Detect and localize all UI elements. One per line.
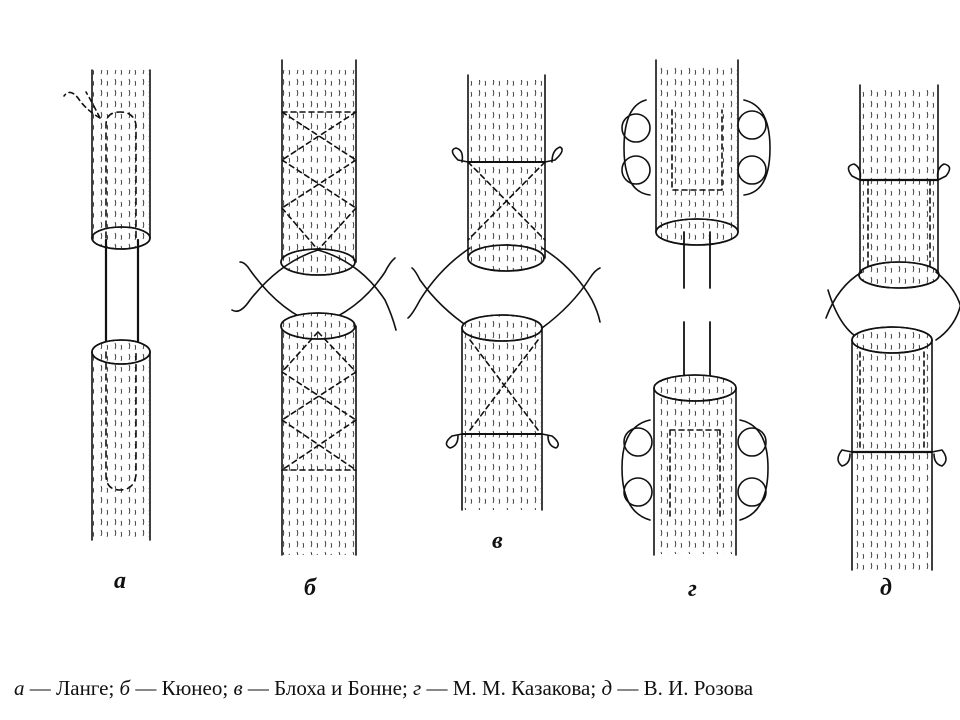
caption-name-d: — В. И. Розова	[617, 676, 754, 700]
panel-letter-b: б	[304, 575, 317, 601]
caption-key-b: б	[119, 676, 131, 700]
caption-key-v: в	[233, 676, 243, 700]
panel-a-lange	[63, 69, 151, 541]
caption-name-b: — Кюнео;	[135, 676, 229, 700]
caption-name-g: — М. М. Казакова;	[426, 676, 597, 700]
caption-name-v: — Блоха и Бонне;	[247, 676, 408, 700]
panel-letter-d: д	[880, 575, 892, 601]
panel-v-bloch-bonnet	[407, 74, 601, 511]
caption-key-g: г	[413, 676, 422, 700]
panel-letter-g: г	[688, 576, 697, 602]
figure-caption: а — Ланге; б — Кюнео; в — Блоха и Бонне;…	[14, 676, 944, 701]
caption-key-d: д	[601, 676, 613, 700]
panel-g-kazakova	[621, 59, 771, 556]
panel-letter-a: а	[114, 568, 126, 594]
caption-key-a: а	[14, 676, 25, 700]
panel-letter-v: в	[492, 528, 503, 554]
caption-name-a: — Ланге;	[29, 676, 115, 700]
panel-d-rozova	[825, 84, 960, 571]
panel-b-cuneo	[231, 59, 397, 556]
